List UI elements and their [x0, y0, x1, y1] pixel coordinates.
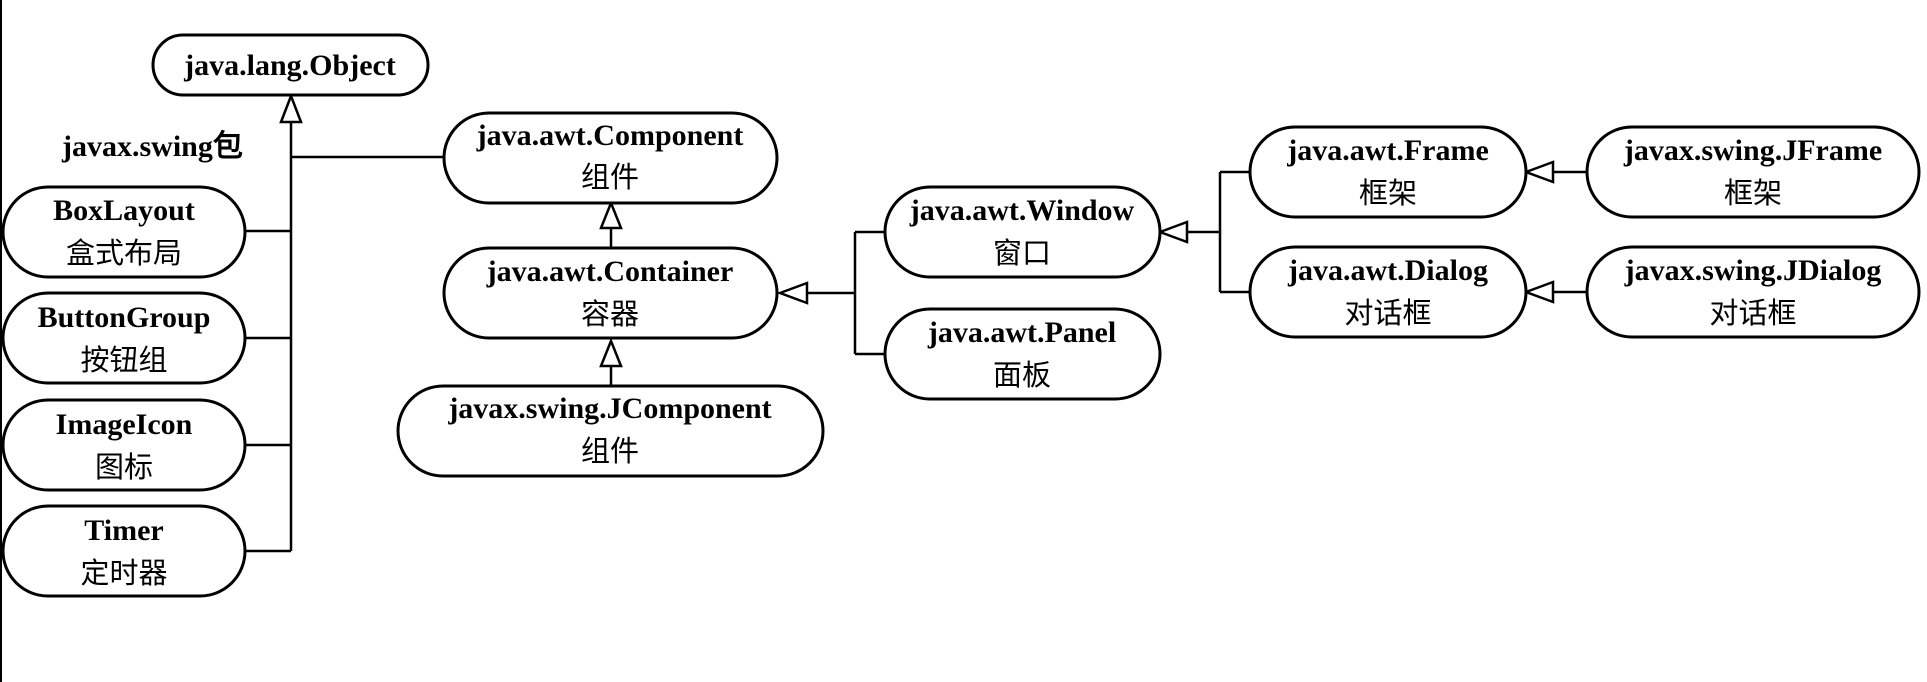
node-window-desc: 窗口: [993, 236, 1051, 270]
node-buttongroup: ButtonGroup 按钮组: [1, 291, 247, 385]
arrow-to-component: [599, 199, 623, 230]
node-jcomponent-desc: 组件: [581, 434, 639, 468]
swing-package-label: javax.swing包: [61, 129, 243, 163]
node-buttongroup-name: ButtonGroup: [38, 301, 211, 334]
node-timer-desc: 定时器: [80, 556, 167, 590]
arrow-to-dialog: [1522, 280, 1555, 304]
node-jdialog: javax.swing.JDialog 对话框: [1585, 245, 1921, 339]
node-object: java.lang.Object: [151, 33, 430, 97]
node-jcomponent-name: javax.swing.JComponent: [447, 392, 771, 425]
node-panel-name: java.awt.Panel: [927, 316, 1116, 349]
node-container: java.awt.Container 容器: [442, 246, 779, 340]
node-timer: Timer 定时器: [1, 504, 247, 598]
node-dialog: java.awt.Dialog 对话框: [1248, 245, 1528, 339]
arrow-to-window: [1156, 220, 1189, 244]
node-container-name: java.awt.Container: [486, 255, 734, 288]
node-boxlayout-desc: 盒式布局: [66, 236, 182, 270]
node-boxlayout: BoxLayout 盒式布局: [1, 185, 247, 279]
node-timer-name: Timer: [84, 514, 163, 547]
node-panel-desc: 面板: [993, 358, 1051, 392]
node-jframe-desc: 框架: [1724, 176, 1782, 210]
node-jcomponent: javax.swing.JComponent 组件: [396, 384, 825, 478]
node-component-name: java.awt.Component: [476, 119, 744, 152]
arrow-to-frame: [1522, 160, 1555, 184]
node-jframe: javax.swing.JFrame 框架: [1585, 125, 1921, 219]
node-dialog-desc: 对话框: [1344, 296, 1431, 330]
node-component: java.awt.Component 组件: [442, 111, 779, 205]
node-jdialog-name: javax.swing.JDialog: [1624, 254, 1882, 287]
arrow-to-container-side: [776, 281, 809, 305]
node-buttongroup-desc: 按钮组: [80, 343, 167, 377]
node-object-name: java.lang.Object: [183, 49, 396, 82]
node-frame: java.awt.Frame 框架: [1248, 125, 1528, 219]
arrow-to-container: [599, 337, 623, 368]
node-frame-desc: 框架: [1359, 176, 1417, 210]
node-imageicon-desc: 图标: [95, 450, 153, 484]
node-jdialog-desc: 对话框: [1709, 296, 1796, 330]
node-window-name: java.awt.Window: [909, 194, 1135, 227]
node-boxlayout-name: BoxLayout: [53, 194, 195, 227]
node-window: java.awt.Window 窗口: [883, 185, 1162, 279]
node-dialog-name: java.awt.Dialog: [1287, 254, 1488, 287]
node-imageicon-name: ImageIcon: [56, 408, 193, 441]
arrow-to-object: [279, 92, 303, 124]
node-panel: java.awt.Panel 面板: [883, 307, 1162, 401]
node-container-desc: 容器: [581, 297, 639, 331]
node-jframe-name: javax.swing.JFrame: [1623, 134, 1882, 167]
node-imageicon: ImageIcon 图标: [1, 398, 247, 492]
node-frame-name: java.awt.Frame: [1286, 134, 1489, 167]
node-component-desc: 组件: [581, 160, 639, 194]
